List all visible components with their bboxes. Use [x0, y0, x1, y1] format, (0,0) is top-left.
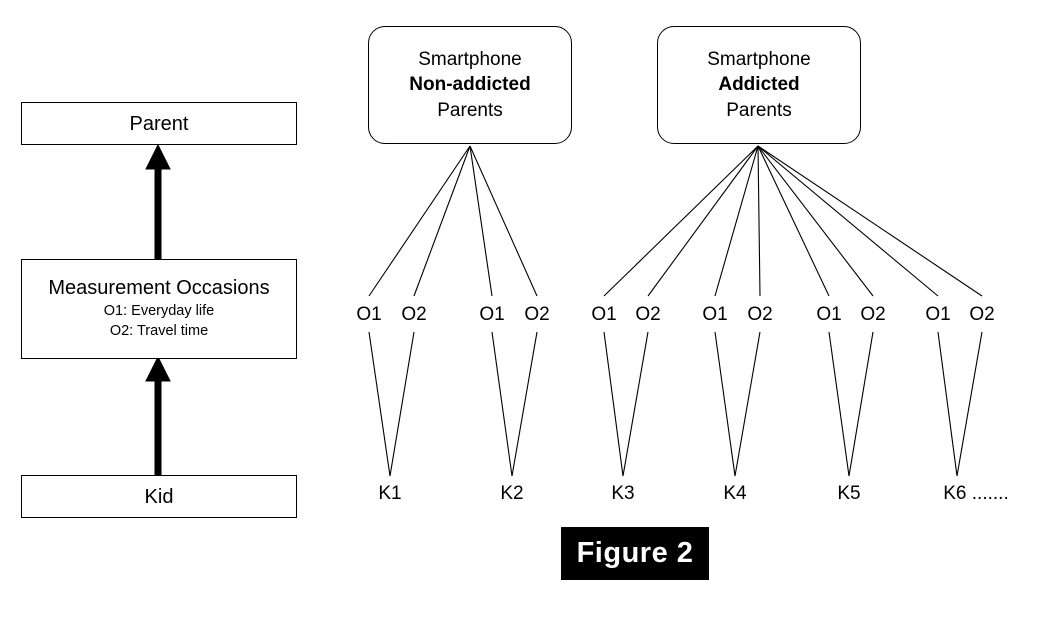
box-non-addicted-line-3: Parents — [437, 99, 503, 121]
box-kid-title: Kid — [144, 485, 174, 508]
fan-addicted — [603, 145, 983, 297]
kid-label-2: K3 — [611, 483, 635, 504]
box-measurement-occasions-subline-2: O2: Travel time — [109, 323, 209, 339]
box-non-addicted-line-2: Non-addicted — [409, 74, 531, 96]
arrow-occasions-to-parent — [145, 143, 171, 259]
occasion-label-9: O2 — [860, 304, 886, 325]
box-non-addicted-line-1: Smartphone — [418, 49, 522, 71]
figure-caption-badge: Figure 2 — [561, 527, 709, 580]
box-measurement-occasions-title: Measurement Occasions — [48, 277, 270, 300]
box-measurement-occasions-subline-1: O1: Everyday life — [103, 303, 215, 320]
box-measurement-occasions: Measurement Occasions O1: Everyday life … — [21, 259, 297, 359]
kid-label-5: K6 ....... — [943, 483, 1009, 504]
occasion-label-8: O1 — [816, 304, 842, 325]
box-addicted-line-2: Addicted — [718, 74, 800, 96]
kid-label-3: K4 — [723, 483, 747, 504]
occasion-label-0: O1 — [356, 304, 382, 325]
occasion-label-3: O2 — [524, 304, 550, 325]
box-kid: Kid — [21, 475, 297, 518]
fan-non-addicted — [368, 145, 538, 297]
box-addicted-line-1: Smartphone — [707, 49, 811, 71]
kid-label-0: K1 — [378, 483, 402, 504]
occasion-label-4: O1 — [591, 304, 617, 325]
occasion-label-11: O2 — [969, 304, 995, 325]
box-non-addicted-parents: Smartphone Non-addicted Parents — [368, 26, 572, 144]
v-connectors-kids — [368, 331, 983, 477]
box-addicted-parents: Smartphone Addicted Parents — [657, 26, 861, 144]
occasion-label-2: O1 — [479, 304, 505, 325]
occasion-label-1: O2 — [401, 304, 427, 325]
occasion-label-6: O1 — [702, 304, 728, 325]
occasion-label-5: O2 — [635, 304, 661, 325]
kid-label-1: K2 — [500, 483, 524, 504]
figure-caption-text: Figure 2 — [576, 537, 694, 569]
box-parent: Parent — [21, 102, 297, 145]
box-addicted-line-3: Parents — [726, 99, 792, 121]
occasion-label-10: O1 — [925, 304, 951, 325]
occasion-label-7: O2 — [747, 304, 773, 325]
arrow-kid-to-occasions — [145, 355, 171, 475]
kid-label-4: K5 — [837, 483, 861, 504]
box-parent-title: Parent — [129, 112, 189, 135]
